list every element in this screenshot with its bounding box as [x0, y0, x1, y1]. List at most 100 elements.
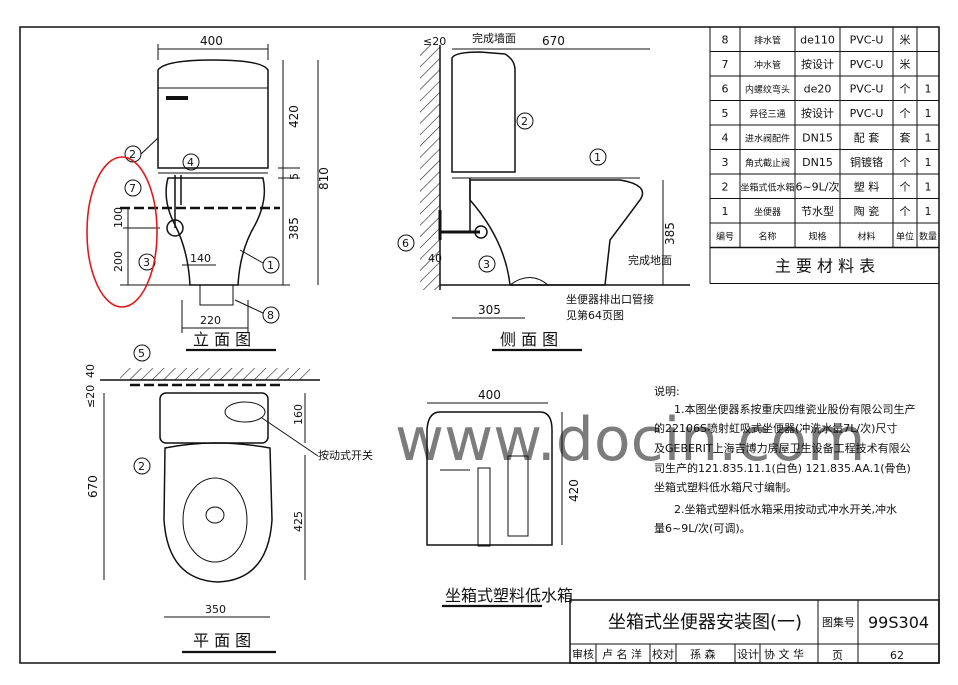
bom-cell-spec: 6~9L/次	[795, 179, 839, 193]
bom-cell-unit: 个	[900, 180, 911, 193]
notes-line-4: 司生产的121.835.11.1(白色) 121.835.AA.1(骨色)	[654, 461, 911, 475]
bom-cell-spec: 按设计	[801, 57, 834, 71]
tag-4: 4	[187, 156, 194, 169]
plan-dim-670: 670	[86, 475, 100, 498]
side-tag-1: 1	[594, 151, 601, 164]
bom-cell-material: 铜镀铬	[850, 155, 883, 169]
side-title: 侧 面 图	[500, 330, 558, 349]
bom-cell-no: 6	[722, 82, 729, 95]
plan-view: 40 ≤20 160 425 670 350 按动式开关 5 2 平 面 图	[84, 344, 373, 654]
bom-cell-material: PVC-U	[850, 82, 884, 95]
bom-cell-name: 冲水管	[754, 59, 781, 71]
plan-tag-5: 5	[138, 347, 145, 360]
bom-cell-unit: 米	[900, 33, 911, 46]
notes-line-3: 及GEBERIT上海吉博力房屋卫生设备工程技术有限公	[654, 441, 911, 455]
atlas-label: 图集号	[822, 615, 855, 629]
bom-cell-no: 8	[722, 33, 729, 46]
bom-cell-spec: de20	[804, 82, 832, 95]
bom-cell-qty: 1	[925, 205, 932, 218]
bom-cell-material: PVC-U	[850, 107, 884, 120]
title-block: 坐箱式坐便器安装图(一) 图集号 99S304 页 62 审核 卢 名 洋 校对…	[569, 599, 940, 664]
bom-cell-name: 坐便器	[754, 206, 781, 218]
dim-5: 5	[288, 173, 301, 180]
bom-cell-qty: 1	[925, 107, 932, 120]
plan-title: 平 面 图	[193, 631, 251, 650]
tank-dim-400: 400	[478, 388, 501, 402]
outlet-note-1: 坐便器排出口管接	[566, 292, 654, 306]
bom-cell-qty: 1	[925, 156, 932, 169]
plan-dim-40: 40	[84, 364, 97, 378]
tag-7: 7	[129, 182, 136, 195]
finished-wall-label: 完成墙面	[472, 31, 516, 45]
outlet-note-2: 见第64页图	[566, 308, 624, 322]
tank-view: 400 420 坐箱式塑料低水箱	[426, 388, 581, 608]
bom-cell-no: 2	[722, 180, 729, 193]
signoff-role-1: 审核	[572, 647, 594, 661]
bom-cell-no: 3	[722, 156, 729, 169]
bom-cell-name: 角式截止阀	[745, 157, 790, 169]
bom-cell-name: 排水管	[754, 34, 781, 46]
signoff-role-3: 设计	[737, 648, 759, 661]
notes-line-6: 2.坐箱式塑料低水箱采用按动式冲水开关,冲水	[674, 502, 897, 516]
dim-305: 305	[478, 303, 501, 317]
signoff-name-2: 孫 森	[690, 647, 716, 661]
bom-cell-spec: de110	[800, 33, 835, 46]
dim-100: 100	[112, 207, 125, 228]
signoff-name-1: 卢 名 洋	[602, 647, 642, 661]
highlight-ellipse	[86, 156, 158, 308]
plan-dim-425: 425	[292, 511, 305, 532]
bom-cell-no: 7	[722, 58, 729, 71]
plan-dim-350: 350	[205, 603, 226, 616]
signoff-role-2: 校对	[652, 647, 674, 661]
dim-670: 670	[542, 34, 565, 48]
bom-cell-name: 进水阀配件	[745, 132, 790, 144]
tank-dim-420: 420	[567, 479, 581, 502]
tag-8: 8	[267, 309, 274, 322]
page-no: 62	[890, 649, 904, 662]
bom-cell-no: 1	[722, 205, 729, 218]
tank-title: 坐箱式塑料低水箱	[445, 586, 573, 605]
bom-caption: 主 要 材 料 表	[775, 257, 875, 276]
bom-header-cell: 名称	[758, 230, 776, 242]
bom-cell-material: PVC-U	[850, 58, 884, 71]
atlas-no: 99S304	[868, 613, 929, 632]
page-label: 页	[832, 649, 843, 662]
finished-floor-label: 完成地面	[628, 253, 672, 267]
bom-header-cell: 规格	[808, 230, 826, 242]
bom-cell-material: PVC-U	[850, 33, 884, 46]
dim-140: 140	[190, 252, 211, 265]
bom-cell-material: 塑 料	[854, 179, 880, 193]
side-tag-6: 6	[402, 237, 409, 250]
bom-cell-spec: 按设计	[801, 106, 834, 120]
notes-line-2: 的22106S喷射虹吸式坐便器(冲洗水量7L/次)尺寸	[654, 421, 897, 435]
bom-cell-name: 异径三通	[749, 108, 785, 120]
dim-400: 400	[200, 34, 223, 48]
dim-420: 420	[287, 105, 301, 128]
side-tag-2: 2	[521, 115, 528, 128]
bom-cell-qty: 1	[925, 180, 932, 193]
bom-cell-unit: 个	[900, 82, 911, 95]
plan-dim-160: 160	[292, 404, 305, 425]
button-label: 按动式开关	[318, 448, 373, 462]
dim-385: 385	[287, 217, 301, 240]
dim-40-side: 40	[428, 252, 442, 265]
bom-cell-spec: DN15	[802, 131, 833, 144]
bom-cell-material: 陶 瓷	[854, 204, 880, 218]
elevation-title: 立 面 图	[193, 330, 251, 349]
bom-cell-unit: 个	[900, 156, 911, 169]
elevation-view: 400 420 5 810 385 100 200 140	[86, 34, 331, 352]
plan-tag-2: 2	[138, 460, 145, 473]
bom-cell-qty: 1	[925, 131, 932, 144]
dim-220: 220	[200, 314, 221, 327]
watermark: www.docin.com	[395, 405, 865, 475]
dim-200: 200	[112, 251, 125, 272]
bom-cell-no: 5	[722, 107, 729, 120]
notes-line-1: 1.本图坐便器系按重庆四维瓷业股份有限公司生产	[674, 402, 916, 416]
notes-line-7: 量6~9L/次(可调)。	[654, 521, 751, 535]
signoff-name-3: 协 文 华	[764, 647, 804, 661]
tag-2: 2	[129, 148, 136, 161]
side-view: ≤20 完成墙面 670 完成地面 385 40 305 坐便器排出口管接 见第…	[397, 31, 690, 352]
bom-cell-unit: 米	[900, 58, 911, 71]
notes: 说明: 1.本图坐便器系按重庆四维瓷业股份有限公司生产 的22106S喷射虹吸式…	[654, 384, 916, 535]
drawing-title: 坐箱式坐便器安装图(一)	[608, 612, 802, 633]
